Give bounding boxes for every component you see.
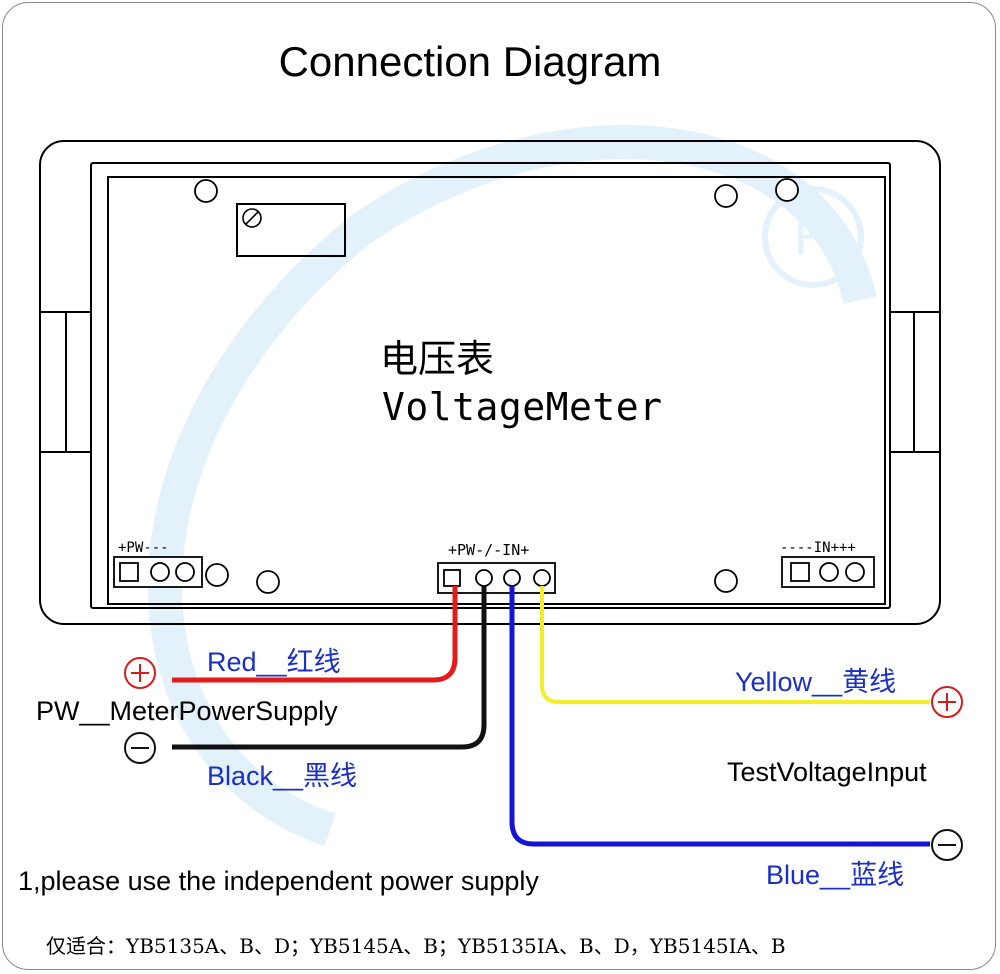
watermark-logo bbox=[148, 125, 877, 847]
black-wire-label: Black__黑线 bbox=[207, 761, 358, 791]
power-supply-note: 1,please use the independent power suppl… bbox=[18, 866, 539, 896]
plus-left-icon bbox=[124, 657, 156, 689]
blue-wire-label: Blue__蓝线 bbox=[766, 860, 905, 890]
black-wire bbox=[172, 586, 487, 750]
compatibility-list: 仅适合：YB5135A、B、D；YB5145A、B；YB5135IA、B、D，Y… bbox=[46, 934, 786, 958]
red-wire-label: Red__红线 bbox=[207, 647, 341, 677]
potentiometer-icon bbox=[242, 208, 262, 228]
minus-right-icon bbox=[931, 829, 963, 861]
blue-wire bbox=[509, 586, 930, 847]
plus-right-icon bbox=[931, 686, 963, 718]
test-voltage-label: TestVoltageInput bbox=[727, 757, 927, 787]
minus-left-icon bbox=[124, 732, 156, 764]
diagram-title: Connection Diagram bbox=[278, 38, 662, 85]
center-terminal-label: +PW-/-IN+ bbox=[448, 541, 530, 559]
yellow-wire bbox=[540, 586, 930, 704]
yellow-wire-label: Yellow__黄线 bbox=[735, 667, 897, 697]
power-supply-label: PW__MeterPowerSupply bbox=[36, 696, 338, 726]
meter-name-en: VoltageMeter bbox=[382, 385, 663, 429]
left-terminal-label: +PW--- bbox=[118, 540, 169, 556]
registered-mark-icon: R bbox=[794, 206, 833, 266]
meter-housing bbox=[39, 140, 941, 625]
red-wire bbox=[172, 586, 458, 683]
right-terminal-block bbox=[781, 556, 875, 588]
right-terminal-label: ----IN+++ bbox=[780, 540, 856, 556]
center-terminal-block bbox=[437, 562, 556, 594]
mounting-holes bbox=[194, 178, 799, 594]
meter-name-cn: 电压表 bbox=[380, 337, 495, 381]
left-terminal-block bbox=[113, 556, 203, 588]
